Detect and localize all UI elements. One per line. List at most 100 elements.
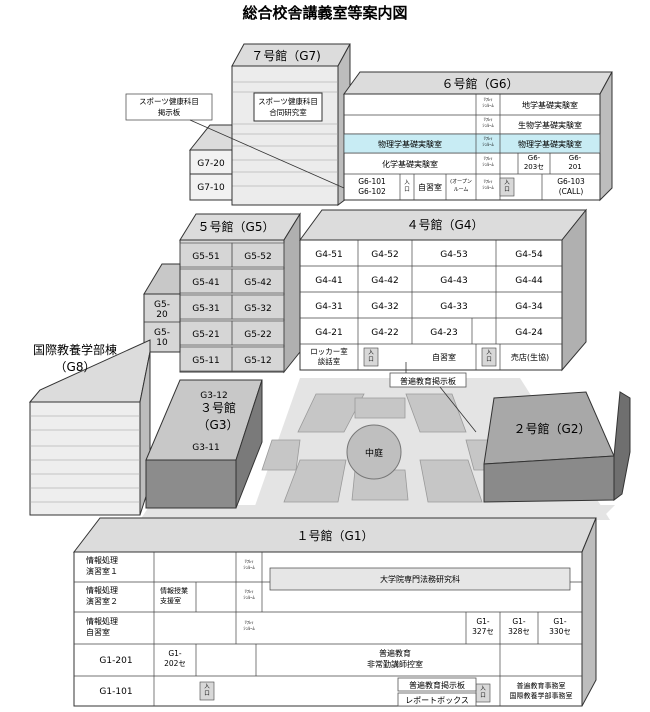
g5-room-20[interactable]: G5-20 — [154, 300, 170, 320]
g7-name: ７号館（G7) — [251, 48, 321, 63]
g4-locker-room[interactable]: ロッカー室 談話室 — [310, 347, 348, 366]
general-board-g4-pointer-2 — [439, 386, 477, 433]
g6-room-phys2[interactable]: 物理学基礎実験室 — [518, 139, 582, 149]
map-title: 総合校舎講義室等案内図 — [242, 4, 407, 22]
g1-refresh-rooms: ﾘﾌﾚｯ ｼｭﾙｰﾑ ﾘﾌﾚｯ ｼｭﾙｰﾑ ﾘﾌﾚｯ ｼｭﾙｰﾑ — [243, 560, 254, 632]
g5-room-g5-52[interactable]: G5-52 — [244, 252, 271, 262]
g5-room-g5-32[interactable]: G5-32 — [244, 304, 271, 314]
g7-room-20[interactable]: G7-20 — [197, 159, 225, 169]
g6-room-chem[interactable]: 化学基礎実験室 — [382, 159, 438, 169]
g1-support-room[interactable]: 情報授業 支援室 — [160, 587, 188, 605]
g1-room-330[interactable]: G1- 330セ — [549, 617, 571, 636]
g4-entrance-2: 入 口 — [486, 350, 492, 363]
g6-room-103[interactable]: G6-103 (CALL) — [557, 177, 585, 196]
sports-board — [125, 93, 213, 121]
sports-board-label: スポーツ健康科目 掲示板 — [139, 97, 199, 117]
g4-room-g4-24[interactable]: G4-24 — [515, 328, 543, 338]
building-g1[interactable] — [72, 517, 597, 707]
g4-room-g4-51[interactable]: G4-51 — [315, 250, 342, 260]
g5-room-g5-41[interactable]: G5-41 — [192, 278, 219, 288]
g1-room-327[interactable]: G1- 327セ — [472, 617, 494, 636]
general-board-g4 — [389, 372, 467, 388]
building-g3[interactable] — [145, 379, 263, 509]
g1-lecturer-room[interactable]: 普遍教育 非常勤講師控室 — [367, 649, 423, 669]
g1-room-201[interactable]: G1-201 — [99, 656, 132, 666]
g1-info-room-1[interactable]: 情報処理 演習室１ — [86, 556, 118, 576]
g4-room-g4-52[interactable]: G4-52 — [371, 250, 398, 260]
g3-room-12[interactable]: G3-12 — [200, 391, 227, 401]
courtyard-circle — [346, 424, 402, 480]
courtyard-label: 中庭 — [365, 447, 383, 459]
g4-room-g4-31[interactable]: G4-31 — [315, 302, 342, 312]
g1-info-room-2[interactable]: 情報処理 演習室２ — [86, 586, 118, 606]
g1-name: １号館（G1） — [297, 528, 374, 543]
g5-room-g5-31[interactable]: G5-31 — [192, 304, 219, 314]
g5-room-g5-51[interactable]: G5-51 — [192, 252, 219, 262]
general-board-g4-label: 普遍教育掲示板 — [400, 376, 456, 386]
g4-room-g4-23[interactable]: G4-23 — [430, 328, 457, 338]
g5-room-g5-21[interactable]: G5-21 — [192, 330, 219, 340]
g7-room-10[interactable]: G7-10 — [197, 183, 225, 193]
g6-entrance: 入 口 — [404, 180, 410, 193]
building-g2[interactable] — [483, 391, 631, 503]
building-g6[interactable] — [343, 71, 613, 202]
g1-law-school[interactable]: 大学院専門法務研究科 — [380, 574, 460, 584]
g6-room-study[interactable]: 自習室 — [418, 182, 442, 192]
sports-board-pointer — [189, 119, 345, 189]
report-box-label: レポートボックス — [405, 696, 469, 705]
g7-room-lab[interactable]: スポーツ健康科目 合同研究室 — [258, 97, 318, 117]
building-g7[interactable]: G7-20 G7-10 — [188, 43, 351, 206]
g6-room-bio[interactable]: 生物学基礎実験室 — [518, 120, 582, 130]
g4-room-g4-54[interactable]: G4-54 — [515, 250, 543, 260]
g5-room-g5-11[interactable]: G5-11 — [192, 356, 219, 366]
g5-name: ５号館（G5） — [198, 219, 275, 234]
g6-room-203[interactable]: G6- 203セ — [523, 154, 545, 171]
report-box — [397, 692, 477, 707]
g4-name: ４号館（G4） — [407, 217, 484, 232]
g5-room-g5-42[interactable]: G5-42 — [244, 278, 271, 288]
g4-room-g4-21[interactable]: G4-21 — [315, 328, 342, 338]
g4-room-g4-41[interactable]: G4-41 — [315, 276, 342, 286]
g4-room-g4-22[interactable]: G4-22 — [371, 328, 398, 338]
courtyard-blocks — [261, 393, 509, 503]
g4-room-g4-43[interactable]: G4-43 — [440, 276, 467, 286]
g3-name: ３号館 （G3） — [197, 401, 239, 432]
g1-room-328[interactable]: G1- 328セ — [508, 617, 530, 636]
g6-name: ６号館（G6） — [442, 76, 519, 91]
building-g5[interactable] — [143, 212, 301, 374]
g5-room-10[interactable]: G5-10 — [154, 328, 170, 348]
general-board-g1 — [397, 677, 477, 692]
g4-room-g4-33[interactable]: G4-33 — [440, 302, 467, 312]
g4-room-g4-34[interactable]: G4-34 — [515, 302, 543, 312]
g4-entrance-1: 入 口 — [368, 350, 374, 363]
g6-entrance-2: 入 口 — [504, 180, 510, 193]
g4-room-g4-32[interactable]: G4-32 — [371, 302, 398, 312]
g8-name: 国際教養学部棟 （G8） — [32, 343, 117, 374]
g1-entrance-2: 入 口 — [480, 686, 486, 699]
building-g4[interactable] — [299, 208, 588, 372]
g4-shop[interactable]: 売店(生協) — [511, 352, 549, 362]
g6-room-phys1[interactable]: 物理学基礎実験室 — [378, 139, 442, 149]
g1-self-study-room[interactable]: 情報処理 自習室 — [86, 617, 118, 637]
building-g8[interactable] — [28, 339, 151, 516]
g4-study-room[interactable]: 自習室 — [432, 352, 456, 362]
g1-office[interactable]: 普遍教育事務室 国際教養学部事務室 — [509, 682, 573, 700]
general-board-g1-label: 普遍教育掲示板 — [409, 680, 465, 690]
g3-room-11[interactable]: G3-11 — [192, 443, 219, 453]
g6-room-201[interactable]: G6- 201 — [568, 154, 582, 171]
g2-name: ２号館（G2） — [514, 421, 591, 436]
g5-room-g5-12[interactable]: G5-12 — [244, 356, 271, 366]
g1-room-101[interactable]: G1-101 — [99, 687, 132, 697]
g4-room-g4-44[interactable]: G4-44 — [515, 276, 543, 286]
g4-room-g4-53[interactable]: G4-53 — [440, 250, 467, 260]
g6-room-101[interactable]: G6-101 G6-102 — [358, 177, 386, 196]
g1-room-202[interactable]: G1- 202セ — [164, 649, 186, 668]
g5-room-g5-22[interactable]: G5-22 — [244, 330, 271, 340]
g4-room-g4-42[interactable]: G4-42 — [371, 276, 398, 286]
g6-open-room[interactable]: (オープン ルーム — [450, 179, 472, 193]
g6-refresh-rooms: ﾘﾌﾚｯ ｼｭﾙｰﾑ ﾘﾌﾚｯ ｼｭﾙｰﾑ ﾘﾌﾚｯ ｼｭﾙｰﾑ ﾘﾌﾚｯ ｼｭ… — [482, 98, 493, 191]
g6-room-geo[interactable]: 地学基礎実験室 — [522, 100, 578, 110]
